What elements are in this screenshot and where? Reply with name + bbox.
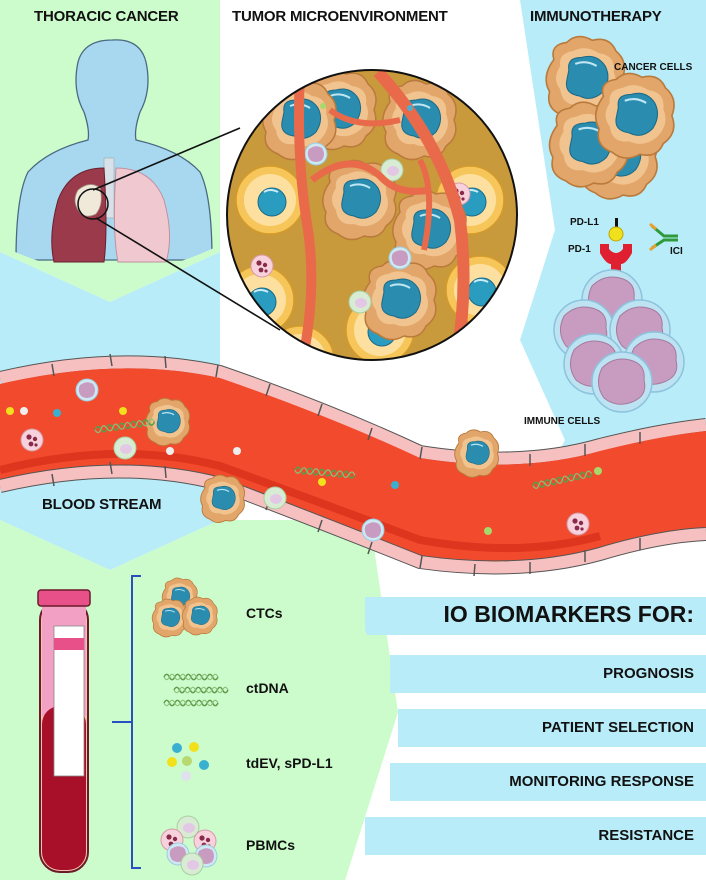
ici-label: ICI — [670, 246, 683, 257]
marker-label-ctcs: CTCs — [246, 605, 283, 621]
human-torso-illustration — [15, 39, 213, 263]
tumor-microenvironment-circle — [226, 69, 518, 361]
blood-vessel — [0, 353, 706, 577]
marker-label-tdev: tdEV, sPD-L1 — [246, 755, 333, 771]
pd-l1-label: PD-L1 — [570, 217, 599, 228]
tumor-zoom-circle — [77, 188, 109, 220]
chevron-tip — [330, 580, 398, 880]
blood-stream-title: BLOOD STREAM — [42, 496, 162, 513]
marker-label-pbmcs: PBMCs — [246, 837, 296, 853]
io-biomarkers-heading: IO BIOMARKERS FOR: — [443, 601, 694, 627]
io-biomarker-bars — [365, 597, 706, 855]
immune-cells-label: IMMUNE CELLS — [524, 416, 601, 427]
cancer-cells-label: CANCER CELLS — [614, 62, 693, 73]
immunotherapy-title: IMMUNOTHERAPY — [530, 8, 662, 25]
marker-bracket — [112, 575, 141, 869]
io-item-patient-selection: PATIENT SELECTION — [542, 719, 694, 736]
pd-1-label: PD-1 — [568, 244, 591, 255]
thoracic-cancer-title: THORACIC CANCER — [34, 8, 179, 25]
pd-l1-ligand — [608, 218, 624, 242]
marker-label-ctdna: ctDNA — [246, 680, 289, 696]
io-item-prognosis: PROGNOSIS — [603, 665, 694, 682]
blood-collection-tube — [37, 589, 91, 873]
vesicles-icon — [167, 742, 209, 781]
bar-monitoring-bg — [390, 763, 706, 801]
bar-selection-bg — [398, 709, 706, 747]
pd-1-receptor — [600, 244, 632, 271]
io-item-resistance: RESISTANCE — [598, 827, 694, 844]
zoom-line-lower — [95, 217, 281, 331]
tumor-microenvironment-title: TUMOR MICROENVIRONMENT — [232, 8, 448, 25]
zoom-line-upper — [92, 127, 241, 191]
bar-prognosis-bg — [390, 655, 706, 693]
bar-heading-bg — [365, 597, 706, 635]
ici-antibody — [649, 222, 678, 252]
bar-resistance-bg — [365, 817, 706, 855]
io-item-monitoring-response: MONITORING RESPONSE — [509, 773, 694, 790]
